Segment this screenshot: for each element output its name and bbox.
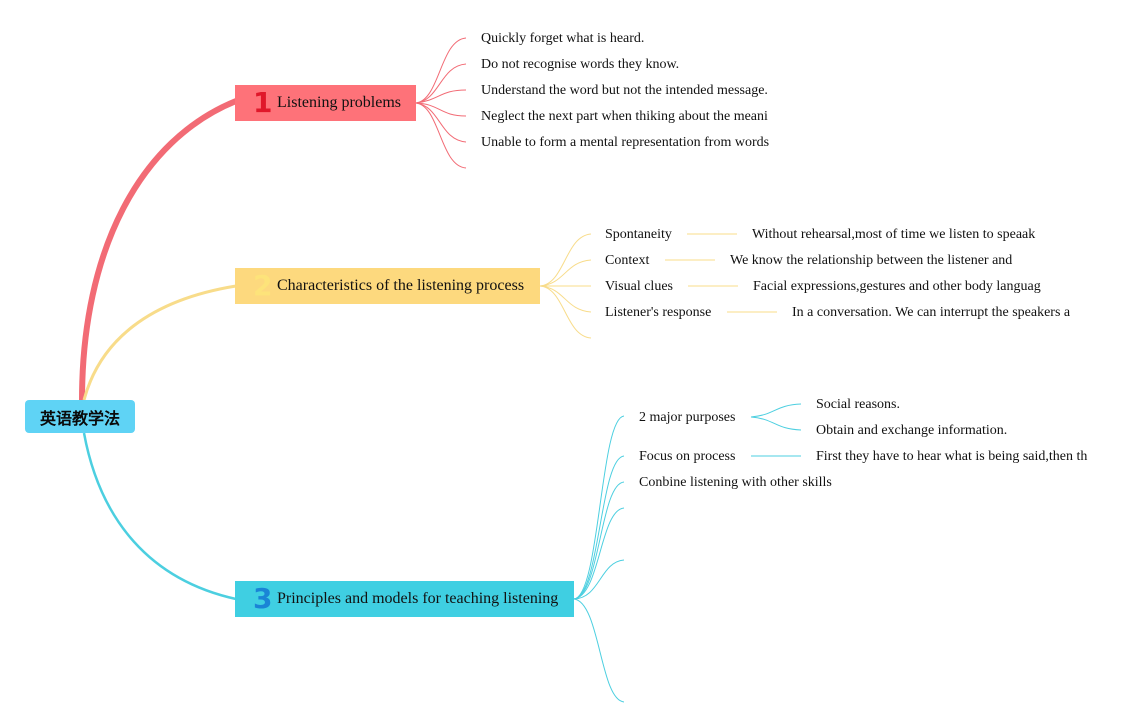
- leaf-topic[interactable]: Do not recognise words they know.: [481, 57, 680, 72]
- branch-label: Principles and models for teaching liste…: [277, 590, 559, 607]
- subtopic[interactable]: Context: [605, 253, 650, 268]
- subtopic[interactable]: Visual clues: [605, 279, 673, 294]
- subtopic-detail[interactable]: Social reasons.: [816, 397, 900, 412]
- root-to-branch2-line: [82, 284, 237, 401]
- root-topic[interactable]: 英语教学法: [25, 400, 135, 433]
- branch-label: Listening problems: [277, 94, 401, 111]
- subtopic-detail[interactable]: In a conversation. We can interrupt the …: [792, 305, 1071, 320]
- leaf-topic[interactable]: Unable to form a mental representation f…: [481, 135, 770, 150]
- subtopic[interactable]: Listener's response: [605, 305, 712, 320]
- subtopic-detail[interactable]: First they have to hear what is being sa…: [816, 449, 1088, 464]
- subtopic[interactable]: 2 major purposes: [639, 410, 736, 425]
- subtopic[interactable]: Spontaneity: [605, 227, 672, 242]
- subtopic-detail[interactable]: Obtain and exchange information.: [816, 423, 1008, 438]
- branch-number-badge: 1: [253, 86, 273, 119]
- root-to-branch1-line: [79, 98, 238, 401]
- branch-characteristics[interactable]: 2 Characteristics of the listening proce…: [235, 268, 540, 304]
- subtopic[interactable]: Focus on process: [639, 449, 736, 464]
- branch2-fan: [539, 233, 777, 339]
- branch-number-badge: 2: [253, 269, 273, 302]
- leaf-topic[interactable]: Understand the word but not the intended…: [481, 83, 768, 98]
- branch-principles-models[interactable]: 3 Principles and models for teaching lis…: [235, 581, 574, 617]
- leaf-topic[interactable]: Neglect the next part when thiking about…: [481, 109, 768, 124]
- branch-label: Characteristics of the listening process: [277, 277, 525, 294]
- subtopic-detail[interactable]: We know the relationship between the lis…: [730, 253, 1013, 268]
- branch-number-badge: 3: [253, 582, 273, 615]
- leaf-topic[interactable]: Quickly forget what is heard.: [481, 31, 645, 46]
- subtopic[interactable]: Conbine listening with other skills: [639, 475, 832, 490]
- subtopic-detail[interactable]: Without rehearsal,most of time we listen…: [752, 227, 1036, 242]
- root-to-branch3-line: [82, 432, 237, 601]
- branch1-fan: [415, 37, 467, 169]
- branch-listening-problems[interactable]: 1 Listening problems: [235, 85, 416, 121]
- branch3-fan: [573, 403, 802, 703]
- subtopic-detail[interactable]: Facial expressions,gestures and other bo…: [753, 279, 1041, 294]
